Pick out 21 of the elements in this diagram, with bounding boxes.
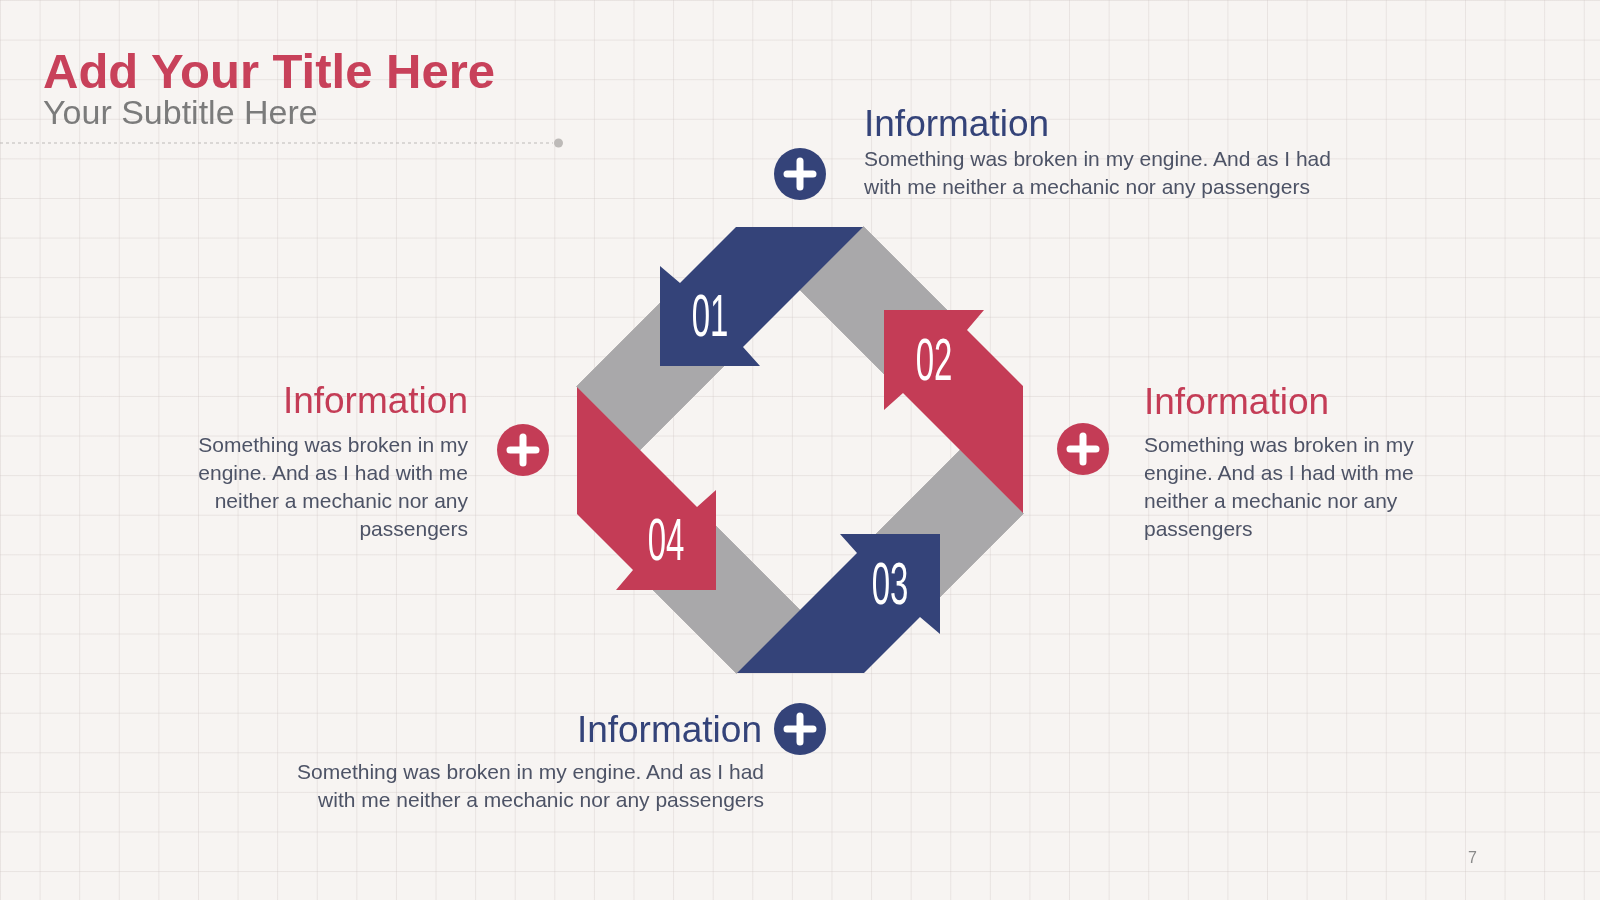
ribbon-band — [799, 226, 948, 375]
description-text: Something was broken in my engine. And as I had with me neither a mechanic nor any passengers — [864, 146, 1332, 200]
description-text: Something was broken in my engine. And as I had with me neither a mechanic nor any passengers — [296, 759, 764, 813]
step-number: 02 — [915, 330, 953, 390]
heading: Information — [576, 709, 762, 752]
step-number: 01 — [691, 286, 729, 346]
heading: Information — [1144, 381, 1330, 424]
ribbon-band — [576, 302, 725, 451]
step-number: 03 — [871, 554, 909, 614]
description-text: Something was broken in my engine. And as I had with me neither a mechanic nor any passengers — [197, 432, 468, 542]
description-text: Something was broken in my engine. And as I had with me neither a mechanic nor any passengers — [1144, 432, 1415, 542]
ribbon-band — [652, 525, 801, 674]
ribbon-segment — [884, 310, 1023, 513]
page-number: 7 — [1468, 849, 1477, 868]
ribbon-band — [875, 449, 1024, 598]
ribbon-segment — [737, 534, 940, 673]
ribbon-segment — [577, 387, 716, 590]
step-number: 04 — [647, 510, 685, 570]
heading: Information — [864, 103, 1050, 146]
ribbon-segment — [660, 227, 863, 366]
heading: Information — [282, 380, 468, 423]
